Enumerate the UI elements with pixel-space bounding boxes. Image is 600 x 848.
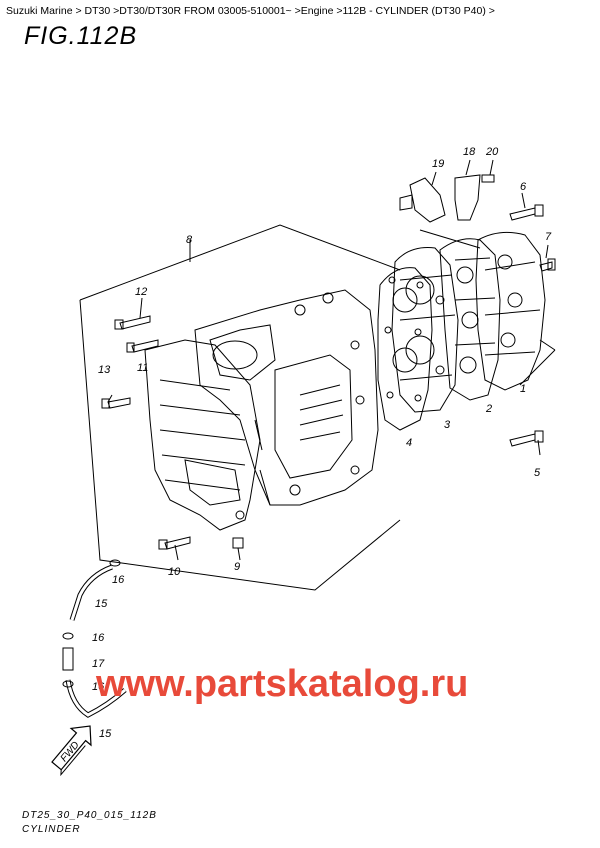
bolt-6	[509, 207, 536, 221]
callout-6: 6	[520, 181, 527, 193]
callout-20: 20	[485, 146, 499, 158]
clips-and-fitting[interactable]	[62, 559, 121, 688]
gasket-2[interactable]	[439, 238, 501, 401]
assembly-bracket-8	[79, 224, 401, 591]
callout-2: 2	[485, 403, 492, 415]
crankcase-half[interactable]	[144, 339, 261, 531]
fitting-17	[62, 647, 74, 671]
cylinder-block[interactable]	[194, 289, 379, 506]
figure-title: FIG.112B	[24, 22, 138, 50]
nut-9	[232, 537, 244, 549]
hose-15[interactable]	[65, 564, 127, 718]
gasket-4[interactable]	[377, 267, 433, 431]
callout-16a: 16	[112, 574, 125, 586]
callout-5: 5	[534, 467, 541, 479]
breadcrumb[interactable]: Suzuki Marine > DT30 >DT30/DT30R FROM 03…	[6, 5, 495, 17]
callout-17: 17	[92, 658, 105, 670]
callout-labels: 1 2 3 4 5 6 7 8 9 10 11 12 13 15 15 16 1…	[92, 146, 552, 740]
callout-15b: 15	[99, 728, 112, 740]
figure-code: DT25_30_P40_015_112B	[22, 810, 157, 821]
clip-16c	[62, 680, 74, 688]
cylinder-head-3[interactable]	[391, 247, 459, 413]
clip-16b	[62, 632, 74, 640]
watermark: www.partskatalog.ru	[96, 663, 469, 705]
clip-16a	[109, 559, 121, 567]
cover-bracket-lines	[419, 229, 556, 386]
callout-11: 11	[137, 362, 148, 374]
bolt-5	[509, 433, 536, 447]
thermostat-assembly[interactable]	[399, 174, 495, 223]
bolts[interactable]	[101, 204, 556, 550]
bolt-13	[107, 397, 131, 409]
callout-3: 3	[444, 419, 451, 431]
callout-16b: 16	[92, 632, 105, 644]
callout-4: 4	[406, 437, 412, 449]
bolt-11	[131, 339, 159, 353]
callout-19: 19	[432, 158, 444, 170]
bolt-12	[119, 315, 151, 330]
callout-13: 13	[98, 364, 111, 376]
head-cover-1[interactable]	[475, 231, 546, 391]
bolt-10	[164, 536, 191, 550]
leader-lines	[107, 159, 549, 561]
callout-15a: 15	[95, 598, 108, 610]
figure-caption: CYLINDER	[22, 824, 81, 835]
callout-8: 8	[186, 234, 193, 246]
callout-1: 1	[520, 383, 526, 395]
callout-10: 10	[168, 566, 181, 578]
fwd-arrow-icon: FWD	[51, 725, 92, 777]
callout-9: 9	[234, 561, 240, 573]
callout-7: 7	[545, 231, 552, 243]
callout-16c: 16	[92, 681, 105, 693]
callout-18: 18	[463, 146, 476, 158]
callout-12: 12	[135, 286, 147, 298]
